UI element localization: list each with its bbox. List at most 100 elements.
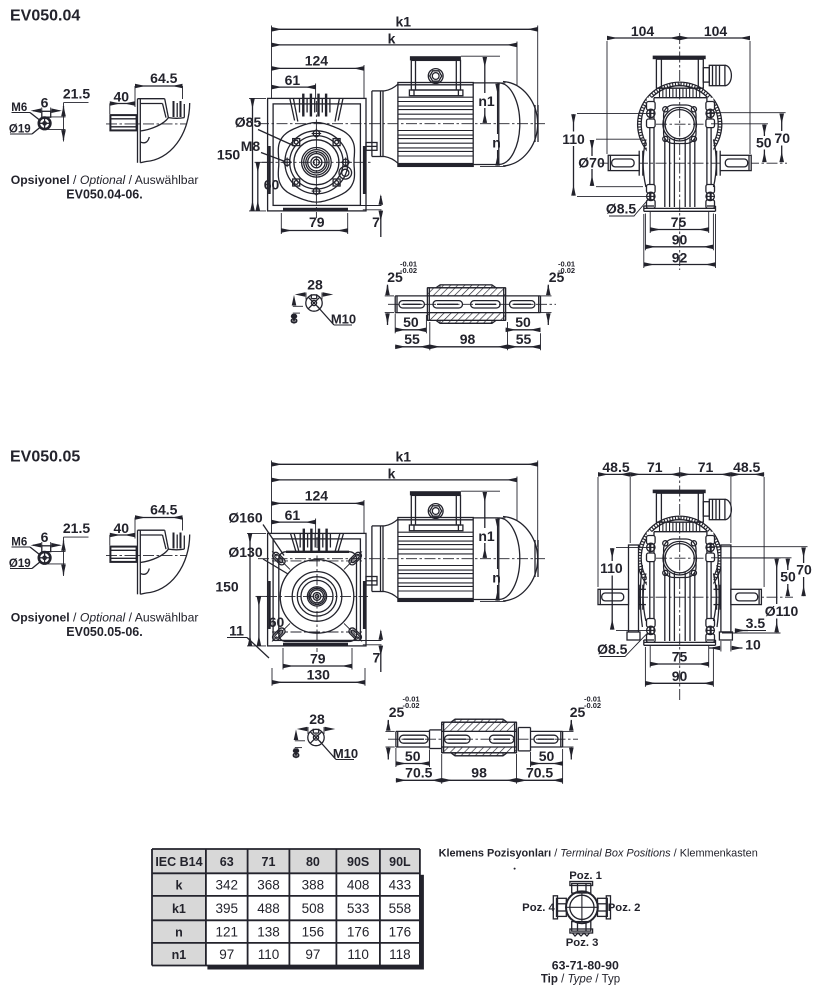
svg-text:176: 176 <box>389 925 412 940</box>
svg-text:63: 63 <box>220 855 234 869</box>
svg-text:90: 90 <box>672 668 688 684</box>
svg-text:-0.02: -0.02 <box>400 266 417 275</box>
svg-text:90: 90 <box>672 232 688 248</box>
svg-text:Ø85: Ø85 <box>235 114 262 130</box>
svg-text:71: 71 <box>262 855 276 869</box>
svg-text:70: 70 <box>796 561 812 577</box>
svg-text:55: 55 <box>404 331 420 347</box>
svg-text:60: 60 <box>269 614 285 630</box>
svg-text:-0.01: -0.01 <box>584 695 601 704</box>
svg-text:80: 80 <box>306 855 320 869</box>
svg-text:98: 98 <box>460 331 476 347</box>
svg-text:395: 395 <box>215 901 238 916</box>
svg-text:50: 50 <box>756 134 772 150</box>
svg-text:110: 110 <box>258 947 280 962</box>
svg-text:110: 110 <box>562 131 585 147</box>
svg-text:156: 156 <box>302 925 325 940</box>
svg-text:97: 97 <box>305 947 320 962</box>
svg-text:n1: n1 <box>172 948 187 962</box>
svg-text:558: 558 <box>389 901 412 916</box>
svg-text:Ø8.5: Ø8.5 <box>597 641 628 657</box>
svg-text:-0.01: -0.01 <box>558 260 575 269</box>
svg-text:50: 50 <box>515 314 531 330</box>
svg-text:75: 75 <box>671 214 687 230</box>
svg-text:150: 150 <box>217 147 241 163</box>
svg-text:-0.01: -0.01 <box>403 695 420 704</box>
svg-text:55: 55 <box>516 331 532 347</box>
svg-text:7: 7 <box>372 214 380 230</box>
svg-text:104: 104 <box>631 23 655 39</box>
svg-text:M8: M8 <box>241 138 261 154</box>
svg-text:k: k <box>175 879 182 893</box>
svg-text:79: 79 <box>310 651 326 667</box>
svg-text:10: 10 <box>745 637 761 653</box>
svg-text:n: n <box>175 926 183 940</box>
svg-text:Klemens Pozisyonları / Termina: Klemens Pozisyonları / Terminal Box Posi… <box>439 848 758 860</box>
svg-text:433: 433 <box>389 878 412 893</box>
svg-text:25: 25 <box>387 269 403 285</box>
svg-text:70.5: 70.5 <box>526 765 553 781</box>
svg-text:EV050.04: EV050.04 <box>10 8 80 25</box>
svg-text:50: 50 <box>405 748 421 764</box>
svg-text:-0.02: -0.02 <box>403 701 420 710</box>
svg-text:25: 25 <box>549 269 565 285</box>
svg-text:130: 130 <box>307 667 331 683</box>
svg-text:138: 138 <box>257 925 280 940</box>
svg-text:97: 97 <box>219 947 234 962</box>
svg-text:Ø160: Ø160 <box>228 510 262 526</box>
svg-text:110: 110 <box>347 947 369 962</box>
svg-text:75: 75 <box>672 649 688 665</box>
svg-text:104: 104 <box>704 23 728 39</box>
svg-text:-0.02: -0.02 <box>558 266 575 275</box>
svg-text:Poz. 3: Poz. 3 <box>566 937 599 949</box>
svg-text:110: 110 <box>600 560 623 576</box>
svg-text:EV050.04-06.: EV050.04-06. <box>66 188 142 202</box>
svg-text:90L: 90L <box>389 855 411 869</box>
svg-text:48.5: 48.5 <box>733 459 760 475</box>
svg-text:50: 50 <box>539 748 555 764</box>
svg-text:388: 388 <box>302 878 325 893</box>
svg-text:176: 176 <box>347 925 370 940</box>
svg-text:488: 488 <box>257 901 280 916</box>
svg-text:50: 50 <box>403 314 419 330</box>
svg-text:79: 79 <box>309 214 325 230</box>
svg-text:Ø70: Ø70 <box>578 155 605 171</box>
svg-text:70: 70 <box>774 130 790 146</box>
svg-text:121: 121 <box>215 925 238 940</box>
svg-text:508: 508 <box>302 901 325 916</box>
svg-text:90S: 90S <box>347 855 369 869</box>
svg-text:368: 368 <box>257 878 280 893</box>
svg-text:118: 118 <box>389 947 411 962</box>
svg-text:EV050.05-06.: EV050.05-06. <box>66 625 142 639</box>
svg-text:50: 50 <box>780 569 796 585</box>
svg-text:Opsiyonel / Optional / Auswähl: Opsiyonel / Optional / Auswählbar <box>11 610 199 624</box>
svg-text:IEC B14: IEC B14 <box>155 855 202 869</box>
svg-text:Tip / Type / Typ: Tip / Type / Typ <box>541 974 620 986</box>
svg-text:Poz. 2: Poz. 2 <box>608 902 641 914</box>
svg-text:7: 7 <box>373 650 381 666</box>
svg-text:70.5: 70.5 <box>405 765 432 781</box>
svg-text:Ø8.5: Ø8.5 <box>606 201 637 217</box>
svg-text:150: 150 <box>215 579 239 595</box>
svg-text:98: 98 <box>471 765 487 781</box>
svg-text:11: 11 <box>229 623 244 639</box>
svg-text:92: 92 <box>672 250 688 266</box>
svg-text:k1: k1 <box>172 902 186 916</box>
svg-text:Poz. 1: Poz. 1 <box>569 870 602 882</box>
svg-text:342: 342 <box>215 878 238 893</box>
svg-text:533: 533 <box>347 901 370 916</box>
svg-text:48.5: 48.5 <box>602 459 629 475</box>
svg-text:Poz. 4: Poz. 4 <box>522 902 555 914</box>
svg-text:71: 71 <box>647 459 663 475</box>
svg-text:-0.02: -0.02 <box>584 701 601 710</box>
svg-text:3.5: 3.5 <box>746 615 766 631</box>
svg-text:71: 71 <box>698 459 714 475</box>
svg-text:63-71-80-90: 63-71-80-90 <box>552 959 619 973</box>
svg-text:Ø130: Ø130 <box>228 544 262 560</box>
svg-text:25: 25 <box>389 704 405 720</box>
svg-text:60: 60 <box>264 177 280 193</box>
svg-text:Ø110: Ø110 <box>765 603 799 619</box>
svg-text:25: 25 <box>570 704 586 720</box>
svg-text:EV050.05: EV050.05 <box>10 449 80 466</box>
svg-text:Opsiyonel / Optional / Auswähl: Opsiyonel / Optional / Auswählbar <box>11 173 199 187</box>
